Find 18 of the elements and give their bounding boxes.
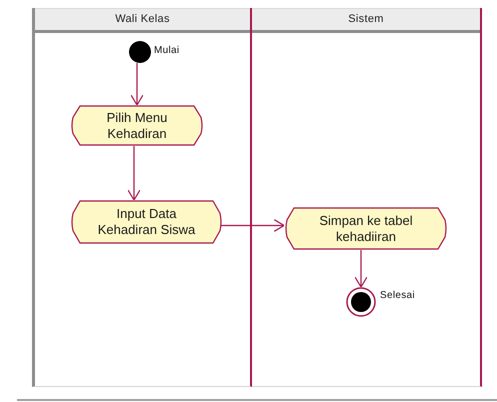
start-node-circle [129,41,151,63]
swimlane [32,8,252,387]
action-label: Pilih Menu Kehadiran [106,110,168,142]
action-label: Input Data Kehadiran Siswa [96,206,196,238]
swimlane-header: Wali Kelas [35,8,250,33]
action-node [70,105,204,146]
swimlane-header: Sistem [252,8,480,33]
arrow [127,146,141,201]
arrow [220,218,285,232]
end-node-bullseye [346,287,376,317]
arrow [130,63,144,106]
swimlane [252,8,482,387]
action-label: Simpan ke tabel kehadiiran [318,212,414,244]
node-caption: Selesai [380,290,415,302]
action-node [284,207,448,250]
node-caption: Mulai [154,45,180,57]
action-node [70,200,223,244]
arrow [354,250,368,288]
